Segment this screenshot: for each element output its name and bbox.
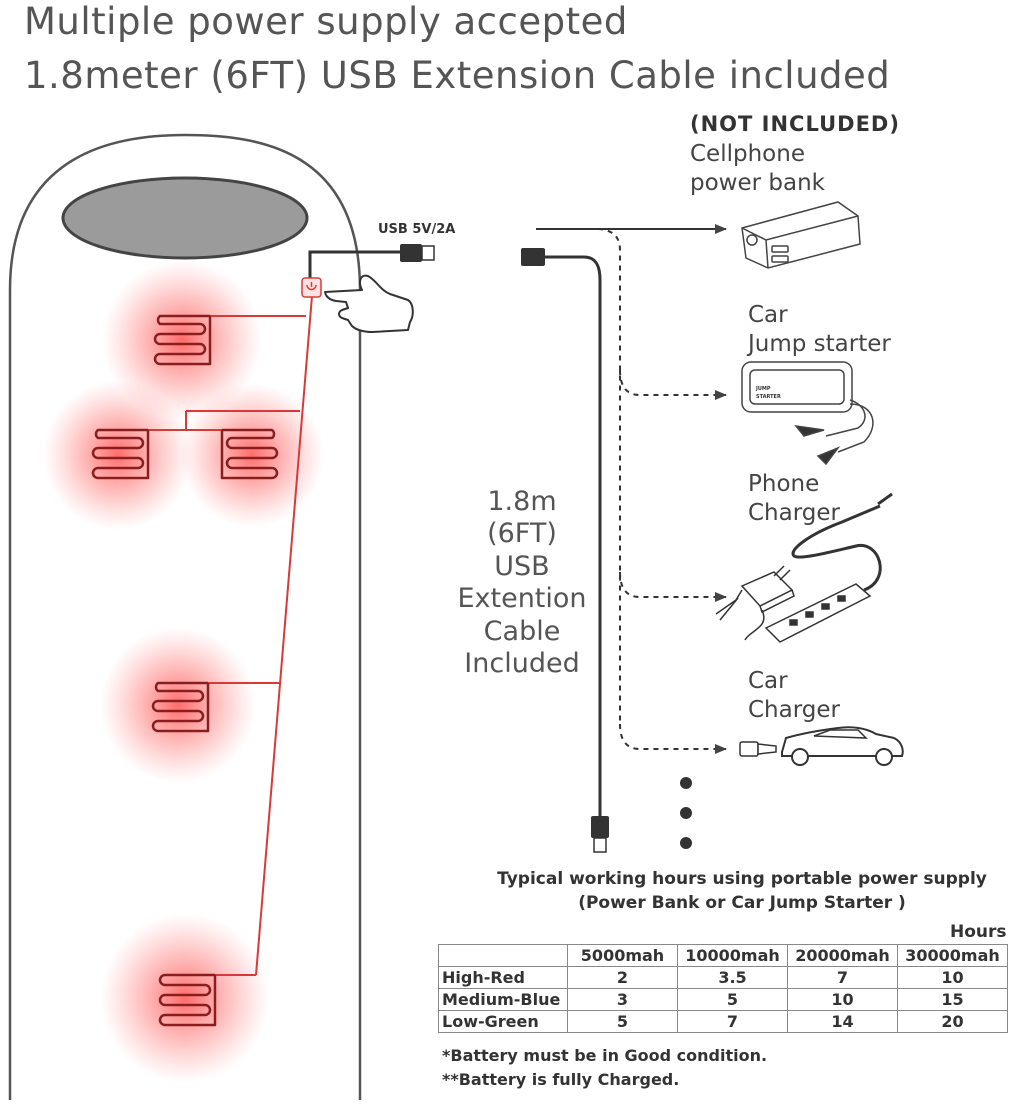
power-button-icon	[301, 277, 322, 298]
extension-cable	[536, 255, 602, 818]
heating-zones	[43, 260, 324, 1083]
coil-foot	[158, 973, 217, 1027]
table-cell: 3	[567, 988, 678, 1011]
table-cell: 10	[787, 988, 898, 1011]
source-label-car-charger: Car Charger	[748, 667, 840, 725]
usb-plug-icon	[400, 244, 435, 262]
heating-wires	[148, 295, 313, 976]
source-label-line: Cellphone	[690, 141, 805, 167]
table-row-label: High-Red	[438, 966, 568, 989]
table-header-cell: 5000mah	[567, 944, 678, 967]
table-cell: 20	[897, 1010, 1008, 1033]
heat-glow-left	[43, 380, 193, 530]
pointing-hand-icon	[324, 274, 414, 333]
note-battery-charged: **Battery is fully Charged.	[442, 1070, 680, 1089]
table-cell: 7	[677, 1010, 788, 1033]
more-options-dots	[680, 777, 692, 849]
source-label-jump-starter: Car Jump starter	[748, 301, 891, 359]
heat-glow-right	[180, 383, 324, 527]
cable-label-line5: Cable	[483, 615, 561, 647]
heat-glow-chest	[102, 260, 262, 420]
heat-glow-middle	[100, 627, 256, 783]
power-bank-icon	[741, 201, 861, 269]
cable-label-line2: (6FT)	[487, 518, 557, 550]
arrow-to-jump-starter	[619, 369, 727, 400]
table-cell: 14	[787, 1010, 898, 1033]
dotted-branch-line	[597, 228, 621, 727]
coil-left	[91, 428, 150, 480]
note-battery-condition: *Battery must be in Good condition.	[442, 1046, 768, 1065]
table-row-label: Medium-Blue	[438, 988, 568, 1011]
heat-glow-foot	[100, 913, 270, 1083]
cable-label-line1: 1.8m	[487, 486, 557, 517]
coil-middle	[151, 681, 210, 733]
source-label-line: Car	[748, 302, 788, 328]
usb-spec-label: USB 5V/2A	[378, 222, 456, 237]
table-subtitle: (Power Bank or Car Jump Starter )	[578, 893, 906, 913]
extension-cable-plug-icon	[591, 816, 609, 853]
table-cell: 2	[567, 966, 678, 989]
table-header-cell: 30000mah	[897, 944, 1008, 967]
table-header-cell	[438, 944, 568, 967]
sleeping-bag-hood	[61, 176, 309, 260]
source-label-line: Jump starter	[748, 331, 891, 357]
table-cell: 10	[897, 966, 1008, 989]
table-row: Low-Green 5 7 14 20	[438, 1010, 1008, 1033]
table-cell: 5	[677, 988, 788, 1011]
table-row: Medium-Blue 3 5 10 15	[438, 988, 1008, 1011]
source-label-power-bank: Cellphone power bank	[690, 140, 825, 198]
working-hours-table: 5000mah 10000mah 20000mah 30000mah High-…	[438, 944, 1008, 1033]
controller-cable	[308, 250, 402, 285]
table-row-label: Low-Green	[438, 1010, 568, 1033]
jump-starter-device-text-1: JUMP	[755, 386, 771, 392]
cable-label-line3: USB	[494, 550, 550, 582]
not-included-label: (NOT INCLUDED)	[690, 112, 900, 136]
table-title: Typical working hours using portable pow…	[497, 869, 987, 889]
power-strip-icon	[764, 492, 893, 643]
coil-right	[220, 428, 279, 480]
table-cell: 15	[897, 988, 1008, 1011]
extension-cable-socket-icon	[521, 248, 545, 266]
headline-line2: 1.8meter (6FT) USB Extension Cable inclu…	[24, 54, 891, 97]
sleeping-bag-outline	[8, 133, 362, 1100]
car-charger-icon	[739, 741, 777, 757]
arrow-to-phone-charger	[619, 571, 727, 602]
jump-starter-device-text-2: STARTER	[756, 394, 781, 400]
table-cell: 5	[567, 1010, 678, 1033]
source-label-phone-charger: Phone Charger	[748, 470, 840, 528]
headline-line1: Multiple power supply accepted	[24, 0, 628, 43]
table-unit-label: Hours	[950, 922, 1007, 942]
source-label-line: Car	[748, 668, 788, 694]
phone-charger-icon	[715, 565, 795, 641]
table-cell: 7	[787, 966, 898, 989]
table-cell: 3.5	[677, 966, 788, 989]
table-header-cell: 20000mah	[787, 944, 898, 967]
coil-chest	[153, 314, 212, 366]
source-label-line: power bank	[690, 170, 825, 196]
cable-label-line6: Included	[464, 648, 580, 680]
cable-label-line4: Extention	[457, 583, 587, 615]
jump-starter-icon	[741, 361, 874, 466]
table-header-cell: 10000mah	[677, 944, 788, 967]
table-row: High-Red 2 3.5 7 10	[438, 966, 1008, 989]
source-label-line: Phone	[748, 471, 820, 497]
arrow-to-car-charger	[619, 723, 727, 754]
source-label-line: Charger	[748, 697, 840, 723]
table-header-row: 5000mah 10000mah 20000mah 30000mah	[438, 944, 1008, 967]
heating-coils	[91, 314, 279, 1027]
car-icon	[781, 726, 904, 766]
extension-cable-label: 1.8m (6FT) USB Extention Cable Included	[440, 486, 604, 680]
source-label-line: Charger	[748, 500, 840, 526]
